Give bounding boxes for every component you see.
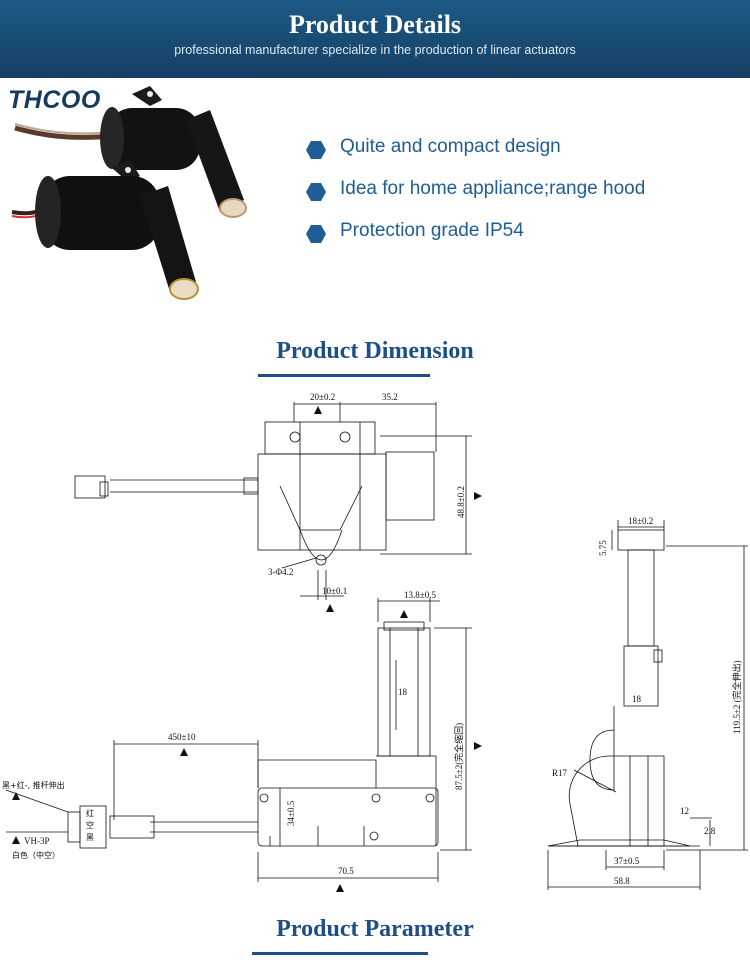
dim-label: 2.8 [704, 826, 716, 836]
dim-label: 87.5±2(完全缩回) [453, 723, 464, 790]
feature-text: Idea for home appliance;range hood [340, 178, 646, 199]
dim-label: 119.5±2 (完全伸出) [731, 660, 742, 734]
page-subtitle: professional manufacturer specialize in … [174, 43, 576, 57]
hexagon-bullet-icon [306, 225, 326, 243]
product-photo [11, 86, 247, 300]
wiring-note: 黑+红-, 推杆伸出 [2, 780, 65, 790]
connector-note: 白色（中空） [12, 850, 60, 860]
dim-label: R17 [552, 768, 568, 778]
dim-label: 18 [398, 687, 408, 697]
dim-label: 13.8±0.5 [404, 590, 436, 600]
dim-label: 18 [632, 694, 642, 704]
dim-label: 37±0.5 [614, 856, 640, 866]
page-title: Product Details [288, 10, 462, 39]
dimension-drawing: 20±0.2 35.2 48.8±0.2 3-Φ4.2 10±0.1 13.8±… [2, 392, 748, 892]
section-underline [258, 374, 430, 377]
pin-label: 红 [86, 808, 94, 818]
dim-label: 5.75 [598, 540, 608, 556]
pin-label: 黑 [86, 833, 94, 842]
feature-text: Protection grade IP54 [340, 220, 524, 241]
section-underline [252, 952, 428, 955]
dim-label: 3-Φ4.2 [268, 567, 293, 577]
dim-label: 70.5 [338, 866, 354, 876]
parameter-section-title: Product Parameter [276, 916, 474, 942]
dim-label: 450±10 [168, 732, 196, 742]
pin-label: 空 [86, 820, 94, 830]
dimension-section-title: Product Dimension [276, 338, 474, 364]
dim-label: 48.8±0.2 [456, 486, 466, 518]
dim-label: 58.8 [614, 876, 630, 886]
brand-logo: THCOO [8, 86, 101, 114]
dim-label: 20±0.2 [310, 392, 335, 402]
hexagon-bullet-icon [306, 183, 326, 201]
hexagon-bullet-icon [306, 141, 326, 159]
dim-label: 34±0.5 [286, 800, 296, 826]
dim-label: 12 [680, 806, 689, 816]
dim-label: 35.2 [382, 392, 398, 402]
feature-text: Quite and compact design [340, 136, 561, 157]
header-banner: Product Details professional manufacture… [0, 0, 750, 78]
connector-label: VH-3P [24, 836, 50, 846]
dim-label: 18±0.2 [628, 516, 653, 526]
dim-label: 10±0.1 [322, 586, 347, 596]
